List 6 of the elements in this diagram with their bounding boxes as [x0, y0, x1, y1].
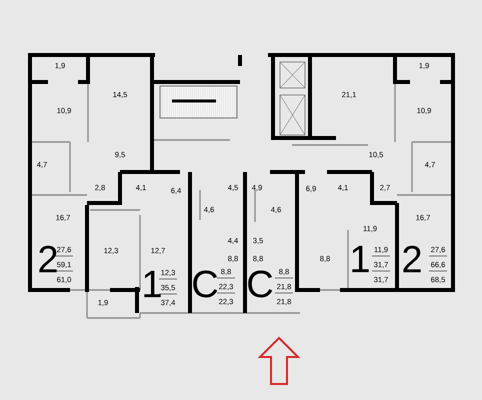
apartment-type: 1	[352, 246, 369, 272]
apartment-type: C	[248, 270, 272, 298]
apartment-type: C	[193, 270, 218, 298]
apartment-type: 2	[403, 246, 421, 272]
apartment-type: 2	[39, 246, 57, 272]
apartment-type: 1	[144, 270, 161, 298]
